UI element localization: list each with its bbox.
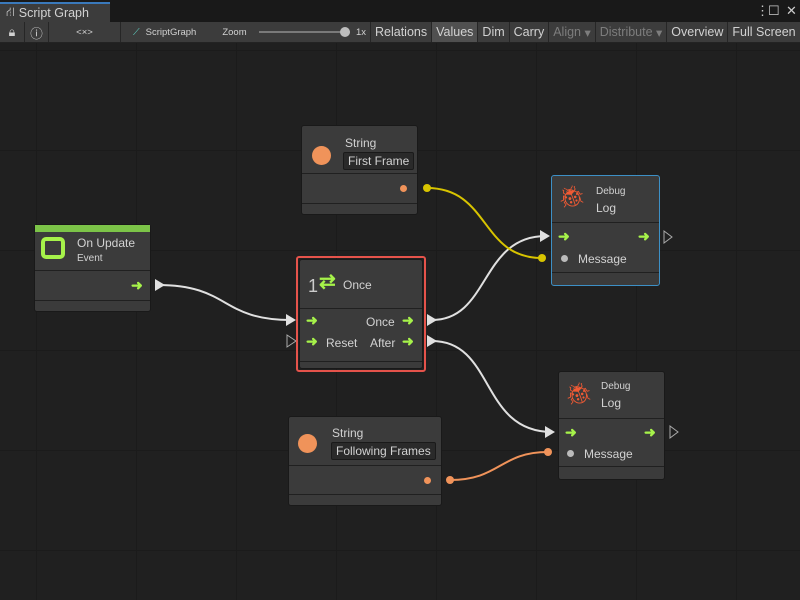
port-message-label: Message [578, 252, 627, 266]
event-bar [35, 225, 150, 232]
align-dropdown[interactable]: Align ▾ [549, 22, 596, 42]
node-title: Log [601, 396, 622, 410]
flow-in-icon[interactable]: ➜ [565, 424, 577, 440]
more-icon[interactable]: ⋮ [756, 3, 769, 18]
message-port[interactable] [567, 450, 574, 457]
port-once-label: Once [366, 315, 395, 329]
node-title: On Update [77, 236, 136, 250]
flow-port-icon [286, 314, 296, 326]
node-title: String [332, 426, 364, 440]
flow-out-icon[interactable]: ➜ [638, 228, 650, 244]
string-node-following-frames[interactable]: String Following Frames [288, 416, 442, 506]
node-title: Once [343, 278, 372, 292]
zoom-slider-handle[interactable] [339, 27, 350, 37]
zoom-value: 1x [355, 26, 366, 38]
tab-script-graph[interactable]: ⛙ Script Graph [0, 2, 110, 22]
on-update-node[interactable]: On Update Event ➜ [34, 224, 151, 312]
zoom-label: Zoom [222, 26, 247, 38]
flow-out-icon[interactable]: ➜ [402, 312, 414, 328]
tab-bar: ⛙ Script Graph ⋮ ☐ ✕ [0, 0, 800, 22]
flow-out-icon[interactable]: ➜ [644, 424, 656, 440]
hierarchy-icon: ⛙ [6, 5, 15, 19]
flow-port-icon [427, 314, 437, 326]
once-node[interactable]: 1 ⇄ Once ➜ Once ➜ ➜ Reset After ➜ [299, 259, 423, 369]
graph-name[interactable]: ScriptGraph [145, 26, 197, 38]
overview-button[interactable]: Overview [667, 22, 729, 42]
flow-port-icon [545, 426, 555, 438]
port-after-label: After [370, 336, 396, 350]
flow-in-icon[interactable]: ➜ [306, 333, 318, 349]
debug-log-node-2[interactable]: 🐞︎ Debug Log ➜ ➜ Message [558, 371, 665, 480]
node-subtitle: Event [77, 253, 103, 264]
flow-out-icon[interactable]: ➜ [131, 277, 143, 293]
once-icon: ⇄ [319, 271, 336, 293]
flow-port-icon [663, 230, 673, 244]
port-reset-label: Reset [326, 336, 358, 350]
embed-button[interactable]: <×> [49, 22, 121, 42]
update-icon [41, 237, 65, 259]
maximize-icon[interactable]: ☐ [768, 3, 780, 18]
relations-button[interactable]: Relations [371, 22, 433, 42]
string-value-field[interactable]: Following Frames [331, 442, 436, 460]
flow-port-icon [427, 335, 437, 347]
debug-log-node-1[interactable]: 🐞︎ Debug Log ➜ ➜ Message [551, 175, 660, 286]
values-button[interactable]: Values [432, 22, 479, 42]
port-dot [423, 184, 431, 192]
node-category: Debug [596, 186, 626, 197]
flow-in-icon[interactable]: ➜ [306, 312, 318, 328]
flow-port-icon [540, 230, 550, 242]
zoom-slider[interactable] [258, 27, 350, 37]
string-node-first-frame[interactable]: String First Frame [301, 125, 418, 215]
full-screen-button[interactable]: Full Screen [732, 25, 796, 39]
bug-icon: 🐞︎ [558, 184, 586, 209]
string-icon [312, 146, 331, 165]
carry-button[interactable]: Carry [510, 22, 550, 42]
flow-port-icon [286, 334, 297, 348]
edge-update-to-once [157, 284, 292, 321]
once-count: 1 [308, 276, 319, 296]
graph-icon: ⟋ [133, 26, 140, 38]
dim-button[interactable]: Dim [478, 22, 510, 42]
flow-in-icon[interactable]: ➜ [558, 228, 570, 244]
edge-string2-to-message [449, 451, 549, 481]
bug-icon: 🐞︎ [565, 381, 593, 406]
flow-port-icon [155, 279, 165, 291]
port-dot [446, 476, 454, 484]
selection-outline [296, 256, 426, 372]
string-out-port[interactable] [400, 185, 407, 192]
flow-out-icon[interactable]: ➜ [402, 333, 414, 349]
port-dot [544, 448, 552, 456]
port-message-label: Message [584, 447, 633, 461]
port-dot [538, 254, 546, 262]
node-title: Log [596, 201, 617, 215]
close-icon[interactable]: ✕ [786, 3, 797, 18]
toolbar: 🔒︎ ⓘ <×> ⟋ ScriptGraph Zoom 1x Relations… [0, 22, 800, 43]
flow-port-icon [669, 425, 679, 439]
string-out-port[interactable] [424, 477, 431, 484]
distribute-dropdown[interactable]: Distribute ▾ [596, 22, 668, 42]
node-title: String [345, 136, 377, 150]
string-value-field[interactable]: First Frame [343, 152, 415, 170]
string-icon [298, 434, 317, 453]
message-port[interactable] [561, 255, 568, 262]
edge-once-to-debug1 [431, 235, 547, 321]
edge-string1-to-message [426, 187, 543, 259]
node-category: Debug [601, 381, 631, 392]
edge-after-to-debug2 [431, 340, 553, 433]
lock-icon[interactable]: 🔒︎ [0, 22, 25, 42]
info-icon[interactable]: ⓘ [25, 22, 49, 42]
